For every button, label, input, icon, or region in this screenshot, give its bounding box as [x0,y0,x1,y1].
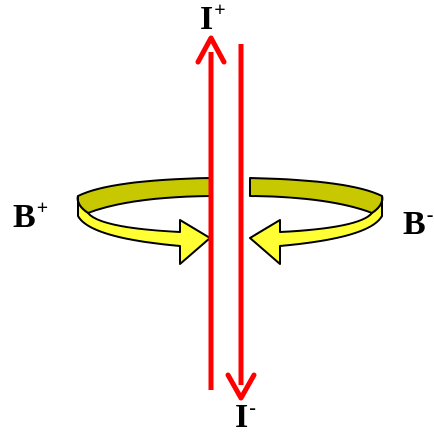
right-field-ribbon-top [249,177,384,214]
current-plus-sign: + [214,0,226,21]
field-plus-label: B+ [13,197,49,235]
current-down-arrowhead [225,372,257,401]
current-minus-base: I [235,398,249,435]
right-field-arrow [249,195,384,265]
field-minus-base: B [403,205,426,242]
field-minus-label: B- [403,204,434,242]
current-plus-base: I [200,0,214,37]
left-field-arrow [76,195,211,265]
current-minus-sign: - [249,397,256,419]
field-plus-sign: + [36,197,49,219]
current-minus-label: I- [235,397,256,435]
left-field-ribbon-top [76,177,211,214]
field-plus-base: B [13,198,36,235]
current-up-arrowhead [195,35,227,65]
current-plus-label: I+ [200,0,226,37]
field-minus-sign: - [426,204,434,226]
